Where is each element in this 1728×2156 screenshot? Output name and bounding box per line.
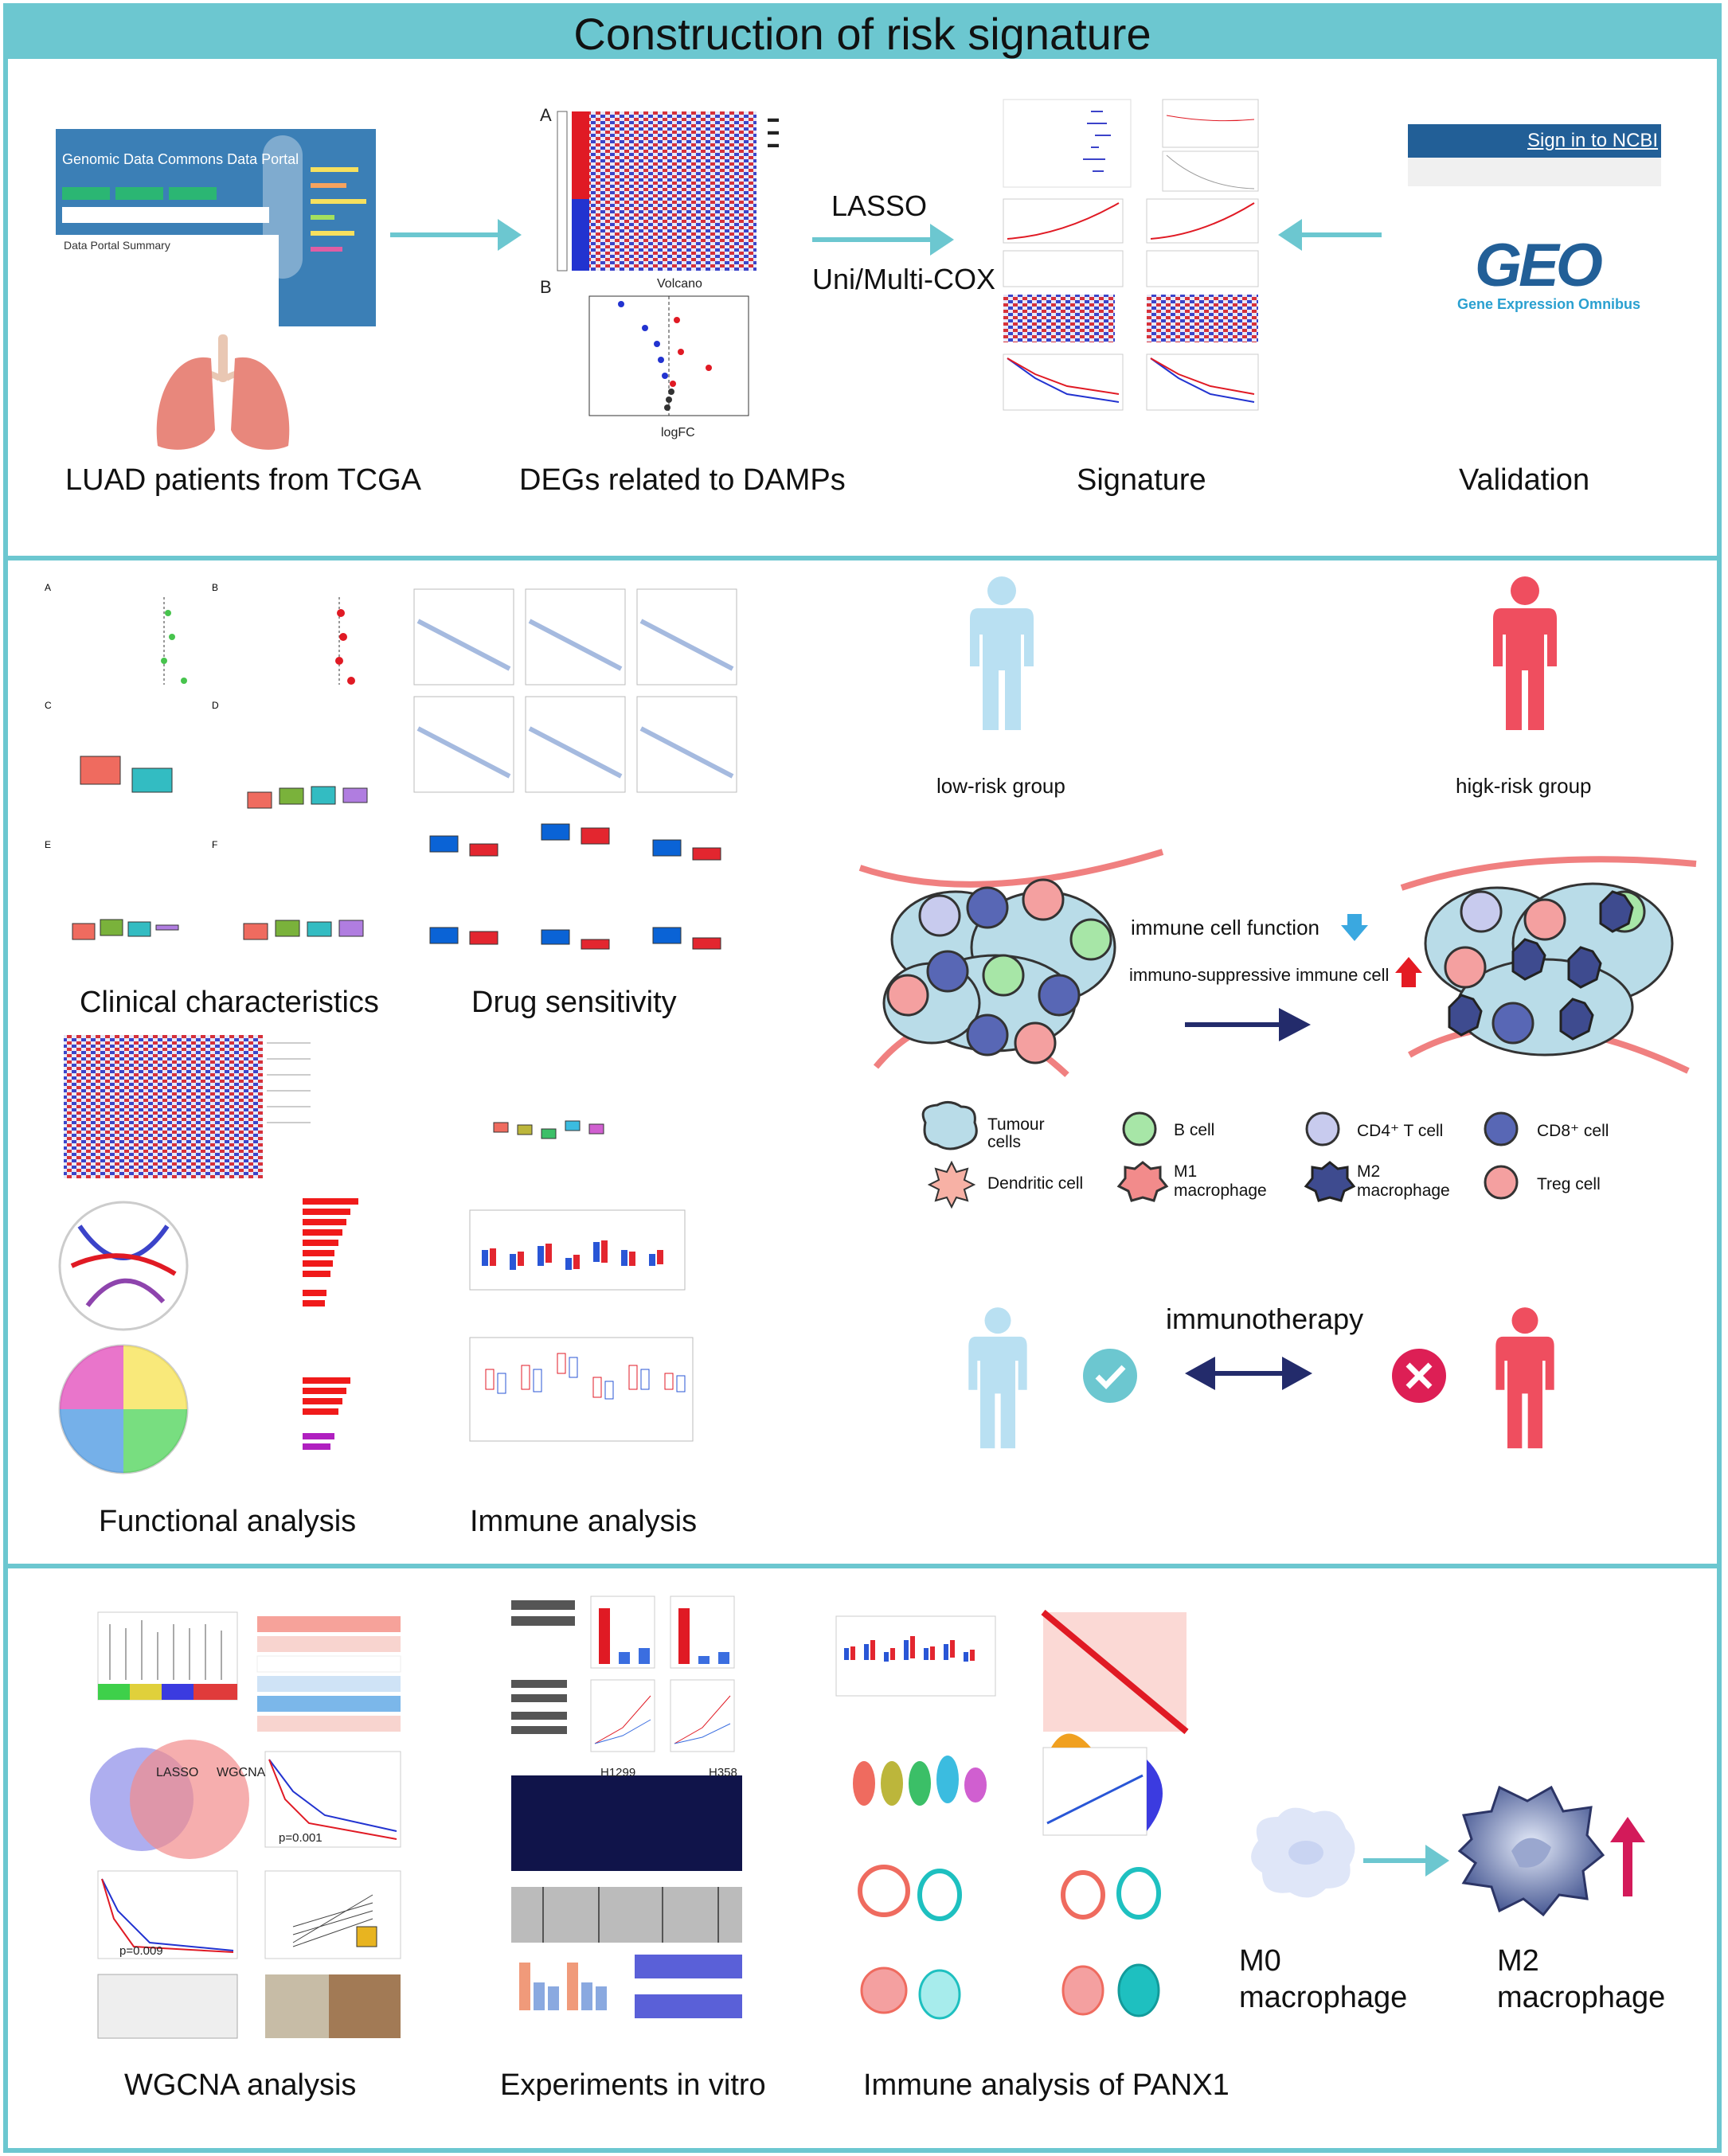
svg-text:D: D — [212, 700, 219, 711]
caption-immune: Immune analysis — [470, 1505, 698, 1538]
down-arrow-icon — [1341, 914, 1368, 941]
legend-b-cell-icon — [1122, 1111, 1157, 1146]
page-title: Construction of risk signature — [573, 9, 1151, 59]
caption-degs: DEGs related to DAMPs — [519, 463, 846, 497]
macrophage-arrow — [1363, 1845, 1449, 1877]
human-figure-icon-high-risk — [1493, 576, 1557, 730]
legend-cd8-label: CD8⁺ cell — [1537, 1122, 1609, 1140]
gdc-summary: Data Portal Summary — [64, 239, 170, 252]
caption-tcga: LUAD patients from TCGA — [65, 463, 422, 497]
human-figure-icon-low-immuno — [968, 1307, 1027, 1449]
human-figure-icon-low-risk — [970, 576, 1034, 730]
caption-clinical: Clinical characteristics — [80, 986, 379, 1019]
gdc-title: Genomic Data Commons Data Portal — [62, 151, 299, 167]
legend-treg-icon — [1484, 1165, 1519, 1200]
method-lasso: LASSO — [831, 189, 928, 222]
legend-m1-icon — [1116, 1161, 1169, 1202]
check-icon — [1083, 1349, 1137, 1403]
panx1-figure — [835, 1609, 1189, 2020]
svg-text:C: C — [45, 700, 52, 711]
heatmap-legend: ▬▬▬ — [768, 111, 779, 150]
drug-sensitivity-figure — [413, 588, 737, 950]
label-m0-macrophage: M0 macrophage — [1239, 1944, 1408, 2014]
flow-arrow-3 — [1278, 219, 1382, 251]
legend-cd4-icon — [1305, 1111, 1340, 1146]
progression-arrow — [1185, 1008, 1311, 1041]
svg-text:F: F — [212, 839, 217, 850]
in-vitro-figure — [511, 1596, 742, 2018]
legend-dendritic-label: Dendritic cell — [987, 1174, 1084, 1193]
method-cox: Uni/Multi-COX — [812, 263, 996, 295]
ncbi-subbar — [1408, 158, 1661, 186]
legend-cd8-icon — [1484, 1111, 1519, 1146]
wgcna-figure — [90, 1611, 401, 2039]
tumour-high-risk-illustration — [1400, 856, 1697, 1074]
label-immuno-suppressive: immuno-suppressive immune cell — [1129, 965, 1390, 985]
venn-label-wgcna: WGCNA — [217, 1766, 266, 1779]
label-immune-cell-function: immune cell function — [1131, 916, 1319, 939]
legend-treg-label: Treg cell — [1537, 1175, 1601, 1193]
venn-label-lasso: LASSO — [156, 1766, 199, 1779]
caption-panx1: Immune analysis of PANX1 — [863, 2068, 1230, 2102]
volcano-title: Volcano — [657, 277, 702, 291]
legend-dendritic-icon — [927, 1160, 976, 1209]
caption-signature: Signature — [1077, 463, 1206, 497]
caption-functional: Functional analysis — [99, 1505, 357, 1538]
flow-arrow-1 — [390, 219, 522, 251]
caption-wgcna: WGCNA analysis — [124, 2068, 357, 2102]
volcano-plot — [588, 295, 749, 416]
panel-letter-a: A — [540, 105, 552, 125]
up-arrow-icon-m2 — [1610, 1817, 1645, 1896]
signature-figure — [1003, 99, 1259, 411]
cell-line-h358: H358 — [709, 1766, 737, 1779]
caption-validation: Validation — [1459, 463, 1590, 497]
legend-cd4-label: CD4⁺ T cell — [1357, 1122, 1444, 1140]
up-arrow-icon — [1395, 957, 1422, 987]
caption-drug: Drug sensitivity — [471, 986, 677, 1019]
section-divider-1 — [3, 556, 1722, 560]
svg-text:B: B — [212, 582, 218, 593]
svg-text:A: A — [45, 582, 51, 593]
label-low-risk: low-risk group — [936, 774, 1065, 798]
ncbi-header — [1408, 124, 1661, 158]
label-m2-macrophage: M2 macrophage — [1497, 1944, 1666, 2014]
functional-figure — [58, 1035, 358, 1474]
label-immunotherapy: immunotherapy — [1166, 1303, 1364, 1335]
volcano-xlabel: logFC — [661, 426, 695, 439]
legend-b-cell-label: B cell — [1174, 1121, 1215, 1139]
flow-arrow-2 — [812, 224, 954, 256]
pvalue-e: p=0.009 — [119, 1944, 163, 1958]
legend-m1-label: M1 macrophage — [1174, 1162, 1267, 1200]
geo-logo: GEO — [1475, 232, 1603, 299]
immune-analysis-figure — [469, 1120, 694, 1442]
degs-heatmap — [557, 111, 756, 271]
section-divider-2 — [3, 1564, 1722, 1568]
clinical-figure: A B C D E F — [45, 582, 368, 940]
human-figure-icon-high-immuno — [1495, 1307, 1554, 1449]
title-bar: Construction of risk signature — [3, 3, 1722, 59]
legend-tumour-label: Tumour cells — [987, 1115, 1045, 1151]
svg-text:E: E — [45, 839, 51, 850]
legend-m2-icon — [1304, 1161, 1356, 1202]
cell-line-h1299: H1299 — [600, 1766, 636, 1779]
macrophage-icon-m2 — [1457, 1785, 1605, 1917]
ncbi-signin-link[interactable]: Sign in to NCBI — [1527, 130, 1659, 151]
macrophage-icon-m0 — [1251, 1807, 1355, 1898]
panel-letter-b: B — [540, 277, 552, 297]
tumour-low-risk-illustration — [858, 849, 1164, 1077]
geo-subtitle: Gene Expression Omnibus — [1457, 296, 1641, 312]
cross-icon — [1392, 1349, 1446, 1403]
caption-vitro: Experiments in vitro — [500, 2068, 766, 2102]
lung-icon — [156, 334, 290, 450]
label-high-risk: higk-risk group — [1456, 774, 1592, 798]
pvalue-d: p=0.001 — [279, 1831, 323, 1845]
legend-tumour-icon — [921, 1101, 978, 1150]
gdc-portal-thumbnail: Genomic Data Commons Data Portal Data Po… — [56, 111, 376, 326]
legend-m2-label: M2 macrophage — [1357, 1162, 1450, 1200]
double-arrow — [1185, 1357, 1312, 1390]
